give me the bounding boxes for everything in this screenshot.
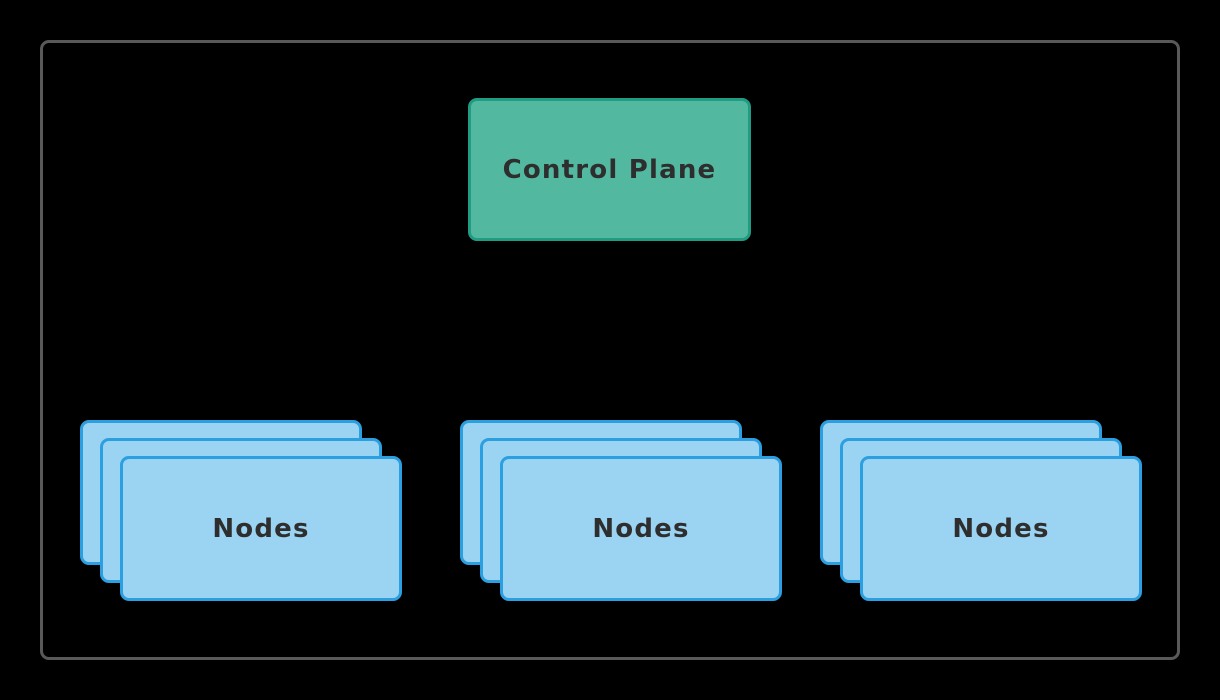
node-group-label: Nodes [952, 513, 1050, 544]
control-plane-node[interactable]: Control Plane [468, 98, 751, 241]
node-card-front[interactable]: Nodes [500, 456, 782, 601]
control-plane-label: Control Plane [502, 154, 717, 185]
diagram-frame [40, 40, 1180, 660]
node-card-front[interactable]: Nodes [860, 456, 1142, 601]
node-group-label: Nodes [212, 513, 310, 544]
node-group-2[interactable]: Nodes [460, 420, 782, 602]
node-card-front[interactable]: Nodes [120, 456, 402, 601]
node-group-3[interactable]: Nodes [820, 420, 1142, 602]
node-group-label: Nodes [592, 513, 690, 544]
node-group-1[interactable]: Nodes [80, 420, 402, 602]
